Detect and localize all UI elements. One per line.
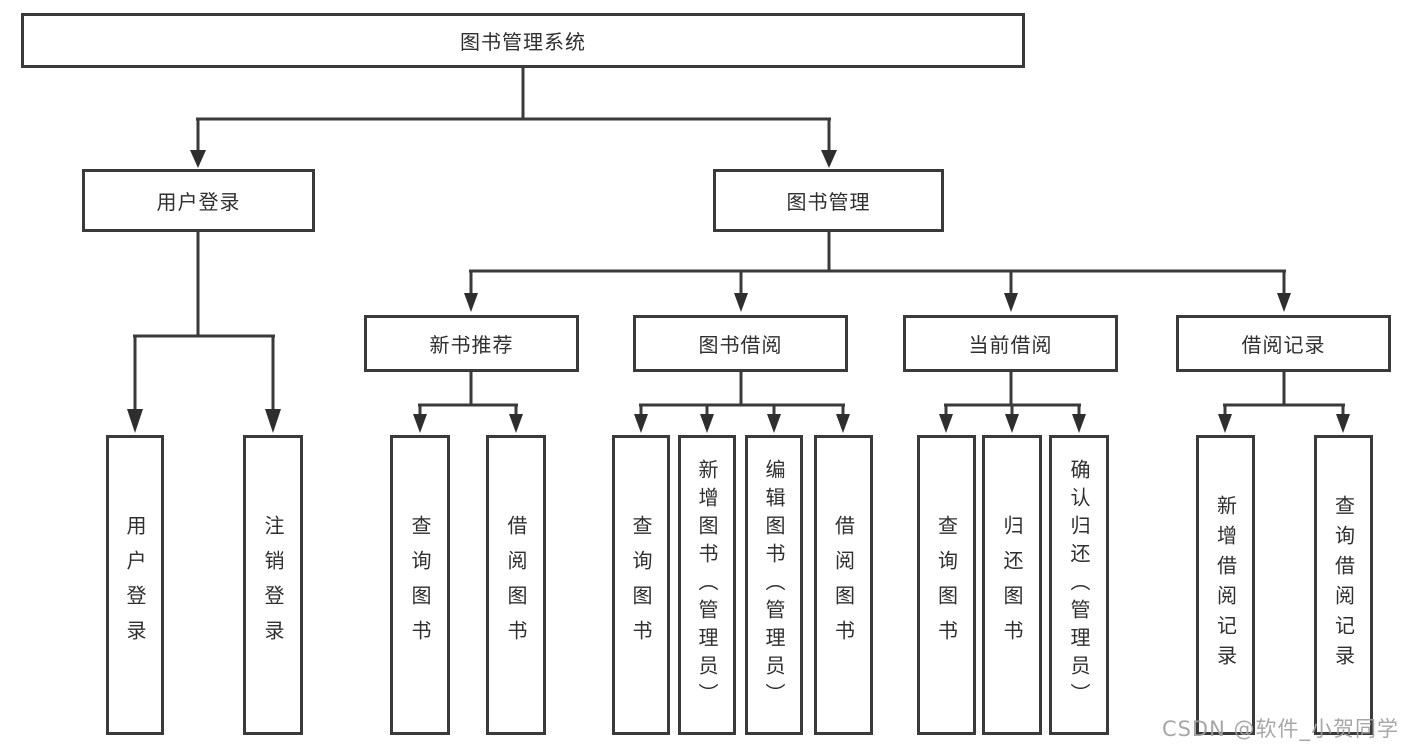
leaf-logout: 注销登录 <box>243 435 303 735</box>
leaf-query-books-current-label: 查询图书 <box>934 515 959 655</box>
leaf-query-books-current: 查询图书 <box>917 435 976 735</box>
leaf-user-login-label: 用户登录 <box>123 515 147 655</box>
leaf-add-borrow-record: 新增借阅记录 <box>1196 435 1255 735</box>
node-book-borrow: 图书借阅 <box>633 315 848 372</box>
leaf-borrow-books-recommend-label: 借阅图书 <box>504 515 528 655</box>
leaf-add-borrow-record-label: 新增借阅记录 <box>1213 495 1238 675</box>
node-root: 图书管理系统 <box>21 13 1025 68</box>
leaf-query-borrow-record-label: 查询借阅记录 <box>1331 495 1356 675</box>
node-current-borrow: 当前借阅 <box>903 315 1118 372</box>
leaf-query-borrow-record: 查询借阅记录 <box>1314 435 1373 735</box>
leaf-query-books-borrow: 查询图书 <box>612 435 670 735</box>
node-current-borrow-label: 当前借阅 <box>968 333 1053 357</box>
node-new-book-recommend: 新书推荐 <box>364 315 579 372</box>
watermark: CSDN @软件_小贺同学 <box>1161 717 1399 741</box>
leaf-return-book-label: 归还图书 <box>1000 515 1024 655</box>
node-borrow-records-label: 借阅记录 <box>1241 333 1326 357</box>
node-root-label: 图书管理系统 <box>460 30 586 54</box>
leaf-user-login: 用户登录 <box>106 435 164 735</box>
leaf-confirm-return-admin-label: 确认归还（管理员） <box>1067 459 1091 711</box>
leaf-edit-book-admin: 编辑图书（管理员） <box>745 435 803 735</box>
leaf-query-books-recommend: 查询图书 <box>390 435 450 735</box>
node-book-management-label: 图书管理 <box>786 190 871 214</box>
leaf-add-book-admin: 新增图书（管理员） <box>678 435 736 735</box>
leaf-logout-label: 注销登录 <box>261 515 285 655</box>
leaf-edit-book-admin-label: 编辑图书（管理员） <box>762 459 786 711</box>
leaf-add-book-admin-label: 新增图书（管理员） <box>695 459 719 711</box>
leaf-return-book: 归还图书 <box>982 435 1042 735</box>
leaf-query-books-borrow-label: 查询图书 <box>629 515 653 655</box>
leaf-query-books-recommend-label: 查询图书 <box>408 515 432 655</box>
leaf-borrow-books-recommend: 借阅图书 <box>486 435 546 735</box>
leaf-confirm-return-admin: 确认归还（管理员） <box>1049 435 1109 735</box>
node-book-borrow-label: 图书借阅 <box>698 333 783 357</box>
node-user-login-label: 用户登录 <box>156 190 241 214</box>
leaf-borrow-books-label: 借阅图书 <box>831 515 856 655</box>
node-new-book-recommend-label: 新书推荐 <box>429 333 514 357</box>
node-book-management: 图书管理 <box>713 169 944 232</box>
node-user-login: 用户登录 <box>82 169 315 232</box>
node-borrow-records: 借阅记录 <box>1176 315 1391 372</box>
leaf-borrow-books: 借阅图书 <box>814 435 873 735</box>
